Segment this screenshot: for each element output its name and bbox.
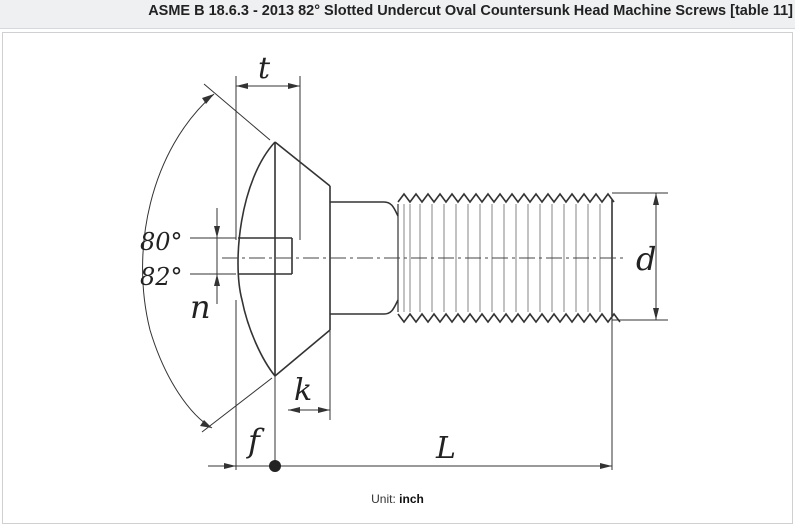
arrowheads <box>200 83 659 469</box>
page-title: ASME B 18.6.3 - 2013 82° Slotted Undercu… <box>148 3 793 19</box>
unit-line: Unit: inch <box>0 492 795 506</box>
label-f: f <box>246 422 265 460</box>
dimension-lines <box>142 76 668 470</box>
shank-bottom <box>330 299 399 315</box>
reference-dot <box>269 460 281 472</box>
label-d: d <box>636 240 656 278</box>
shank-top <box>330 201 399 217</box>
cone-bottom <box>274 329 331 377</box>
title-bar: ASME B 18.6.3 - 2013 82° Slotted Undercu… <box>0 0 795 29</box>
label-angle-80: 80° <box>140 228 183 256</box>
label-L: L <box>435 431 456 466</box>
screw-diagram: t 80° 82° n d k f L <box>140 51 668 472</box>
label-angle-82: 82° <box>140 263 183 291</box>
label-n: n <box>190 288 211 326</box>
thread-bottom <box>397 312 621 324</box>
screw-outline <box>237 141 621 377</box>
unit-label: Unit: <box>371 492 396 506</box>
cone-top <box>274 141 331 187</box>
unit-value: inch <box>399 492 424 506</box>
thread-top <box>397 192 615 204</box>
label-k: k <box>294 373 312 408</box>
head-dome <box>237 141 276 377</box>
label-t: t <box>258 51 271 86</box>
